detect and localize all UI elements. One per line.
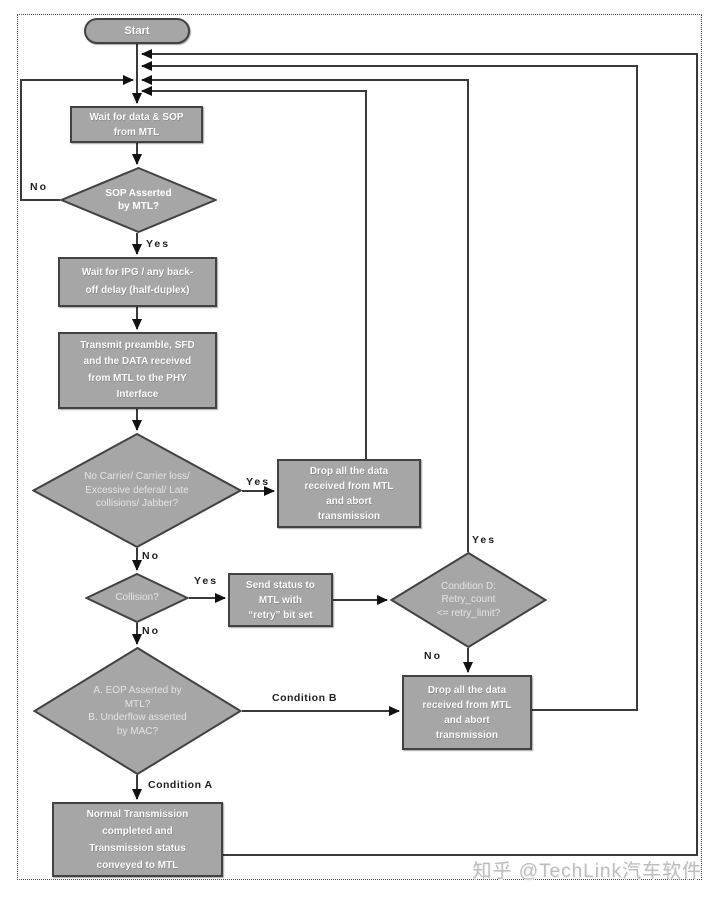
edge-feedback-from-drop1 xyxy=(141,86,367,459)
label-sop-yes: Yes xyxy=(146,238,171,250)
label-carrier-no: No xyxy=(142,550,160,562)
label-collision-yes: Yes xyxy=(194,575,219,587)
node-transmit-label: Transmit preamble, SFD and the DATA rece… xyxy=(80,339,195,401)
node-start: Start xyxy=(84,18,190,44)
edge-sop-no-loop xyxy=(20,75,134,201)
node-cond-d-label: Condition D: Retry_count <= retry_limit? xyxy=(436,580,501,619)
diamond-shape xyxy=(60,167,217,233)
node-wait-data: Wait for data & SOP from MTL xyxy=(70,106,203,143)
node-carrier-decision: No Carrier/ Carrier loss/ Excessive defe… xyxy=(32,433,242,548)
node-drop1: Drop all the data received from MTL and … xyxy=(277,459,421,528)
label-collision-no: No xyxy=(142,625,160,637)
node-wait-data-label: Wait for data & SOP from MTL xyxy=(89,111,184,138)
node-collision-decision: Collision? xyxy=(85,573,189,623)
edge-feedback-from-drop2 xyxy=(141,61,638,711)
node-eop-label: A. EOP Asserted by MTL? B. Underflow ass… xyxy=(88,685,187,737)
node-normal: Normal Transmission completed and Transm… xyxy=(52,802,223,877)
node-sop-label: SOP Asserted by MTL? xyxy=(105,187,172,213)
node-send-status-label: Send status to MTL with “retry” bit set xyxy=(246,579,315,621)
edge-feedback-from-normal xyxy=(141,49,698,856)
node-drop2-label: Drop all the data received from MTL and … xyxy=(422,684,512,741)
diamond-shape xyxy=(390,552,547,648)
label-condition-a: Condition A xyxy=(148,779,213,791)
node-ipg: Wait for IPG / any back- off delay (half… xyxy=(58,257,217,307)
diamond-shape xyxy=(32,433,242,548)
node-transmit: Transmit preamble, SFD and the DATA rece… xyxy=(58,332,217,409)
node-collision-label: Collision? xyxy=(115,592,159,604)
node-send-status: Send status to MTL with “retry” bit set xyxy=(228,573,333,627)
node-carrier-label: No Carrier/ Carrier loss/ Excessive defe… xyxy=(84,471,190,510)
label-sop-no: No xyxy=(30,181,48,193)
node-ipg-label: Wait for IPG / any back- off delay (half… xyxy=(81,267,194,296)
node-start-label: Start xyxy=(124,24,150,37)
diamond-shape xyxy=(33,647,242,775)
label-condition-b: Condition B xyxy=(272,692,337,704)
node-sop-decision: SOP Asserted by MTL? xyxy=(60,167,217,233)
node-drop1-label: Drop all the data received from MTL and … xyxy=(304,465,394,522)
label-carrier-yes: Yes xyxy=(246,476,271,488)
node-normal-label: Normal Transmission completed and Transm… xyxy=(86,808,189,871)
edge-feedback-from-cond-d-yes xyxy=(141,75,469,552)
label-cond-d-yes: Yes xyxy=(472,534,497,546)
node-eop-decision: A. EOP Asserted by MTL? B. Underflow ass… xyxy=(33,647,242,775)
diamond-shape xyxy=(85,573,189,623)
label-cond-d-no: No xyxy=(424,650,442,662)
node-cond-d-decision: Condition D: Retry_count <= retry_limit? xyxy=(390,552,547,648)
node-drop2: Drop all the data received from MTL and … xyxy=(402,675,532,750)
watermark: 知乎 @TechLink汽车软件 xyxy=(472,861,702,882)
